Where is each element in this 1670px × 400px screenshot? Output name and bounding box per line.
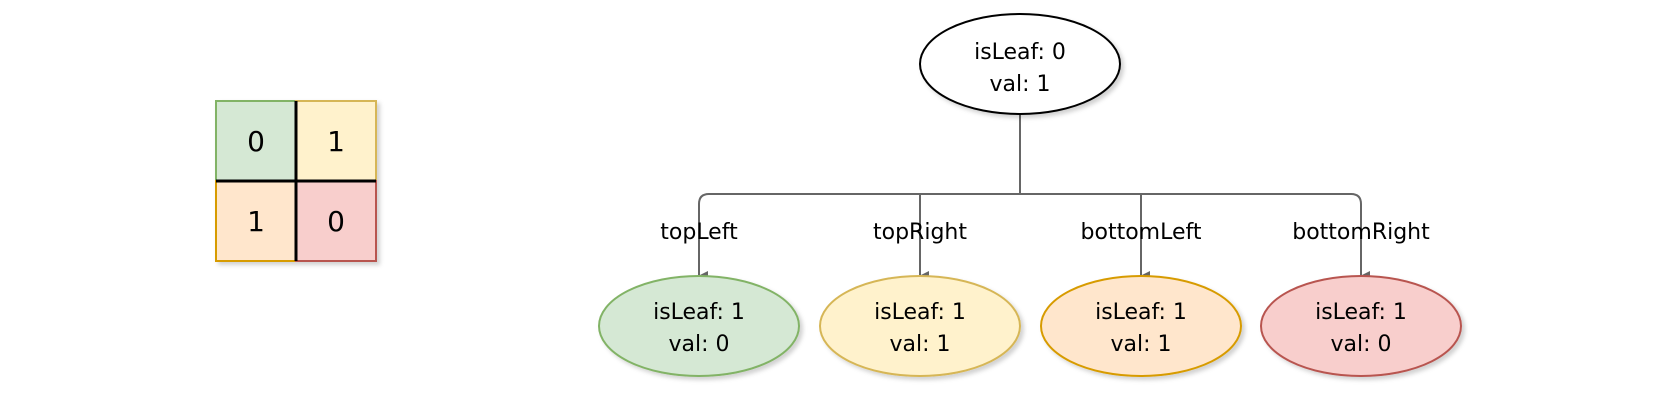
root-node: isLeaf: 0 val: 1 (919, 13, 1121, 115)
edge-label-bottomleft: bottomLeft (1081, 220, 1202, 245)
grid-cell-top-left-value: 0 (247, 125, 265, 158)
root-node-isleaf: isLeaf: 0 (974, 40, 1066, 65)
grid-cell-top-right (295, 100, 377, 182)
edge-label-bottomright: bottomRight (1292, 220, 1430, 245)
child-node-isleaf: isLeaf: 1 (653, 300, 745, 325)
child-node-isleaf: isLeaf: 1 (1095, 300, 1187, 325)
child-node-shape (819, 275, 1021, 377)
grid-cell-bottom-right-value: 0 (327, 205, 345, 238)
child-node-bottomright: isLeaf: 1 val: 0 (1260, 275, 1462, 377)
child-node-val: val: 1 (1110, 332, 1171, 357)
child-node-isleaf: isLeaf: 1 (1315, 300, 1407, 325)
edge-topleft (698, 193, 1020, 281)
grid-cell-top-left (215, 100, 297, 182)
child-node-topright: isLeaf: 1 val: 1 (819, 275, 1021, 377)
child-node-bottomleft: isLeaf: 1 val: 1 (1040, 275, 1242, 377)
root-node-shape (919, 13, 1121, 115)
child-node-val: val: 0 (1330, 332, 1391, 357)
edge-bottomright (1020, 193, 1370, 281)
grid-cell-bottom-left-value: 1 (247, 205, 265, 238)
tree-edges (698, 114, 1370, 281)
child-node-shape (1260, 275, 1462, 377)
child-node-shape (1040, 275, 1242, 377)
grid-cell-top-right-value: 1 (327, 125, 345, 158)
grid-cell-bottom-right (295, 180, 377, 262)
child-node-topleft: isLeaf: 1 val: 0 (598, 275, 800, 377)
edge-label-topright: topRight (873, 220, 967, 245)
child-node-val: val: 0 (668, 332, 729, 357)
edge-label-topleft: topLeft (660, 220, 738, 245)
child-node-shape (598, 275, 800, 377)
child-node-val: val: 1 (889, 332, 950, 357)
child-node-isleaf: isLeaf: 1 (874, 300, 966, 325)
root-node-val: val: 1 (989, 72, 1050, 97)
